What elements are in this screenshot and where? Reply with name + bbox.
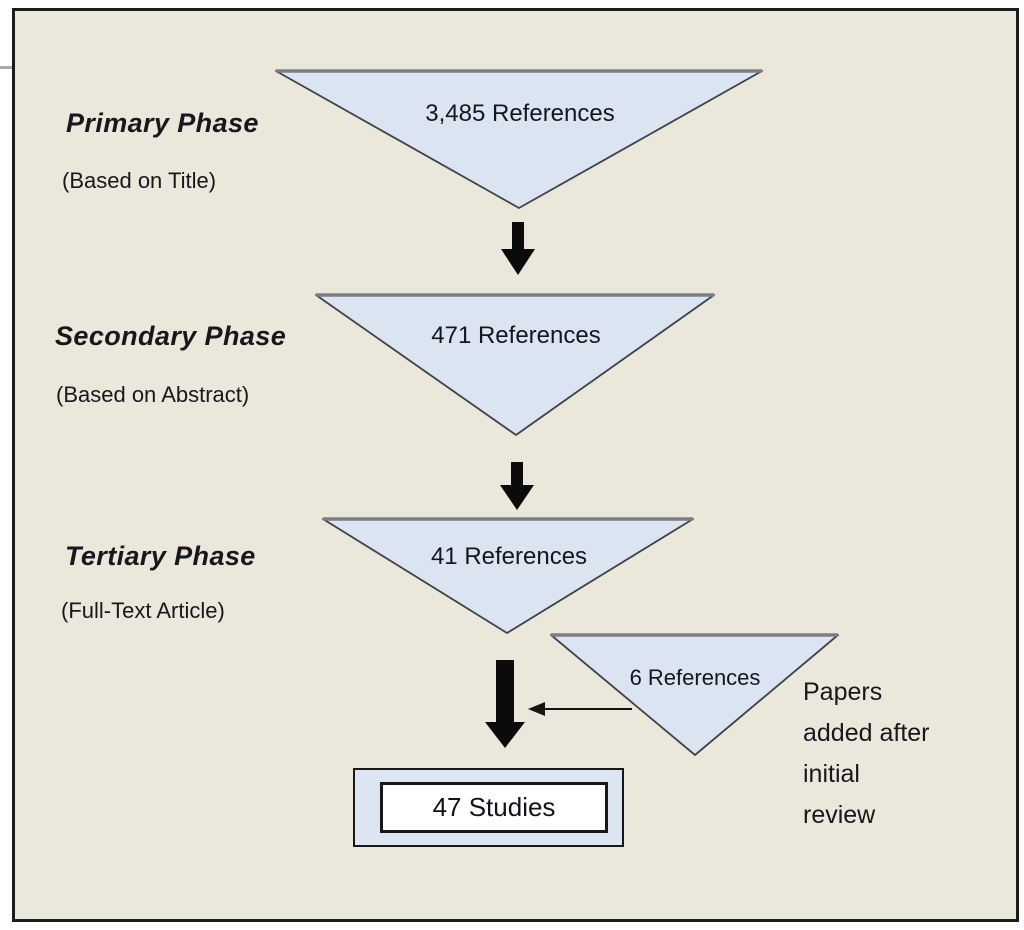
triangle-shape [315,294,715,436]
caption-line: Papers [803,678,883,706]
phase-2-title: Secondary Phase [55,321,287,351]
addition-count: 6 References [629,665,761,690]
down-arrow-shape [501,222,535,275]
phase-1-subtitle: (Based on Title) [62,168,217,193]
ruler-tick [0,66,13,69]
triangle-shape [275,70,763,209]
phase-3-title: Tertiary Phase [65,541,256,571]
phase-2-subtitle: (Based on Abstract) [56,382,250,407]
caption-line: initial [803,760,860,788]
result-box: 47 Studies [380,782,608,833]
funnel-2-count: 471 References [431,322,601,349]
caption-line: added after [803,719,930,747]
addition-caption: Papers added after initial review [803,672,930,836]
down-arrow-1 [501,222,535,275]
funnel-triangle-2 [315,293,715,436]
phase-3-subtitle: (Full-Text Article) [61,598,225,623]
triangle-shape [550,634,839,756]
phase-1-title: Primary Phase [66,108,259,138]
funnel-1-count: 3,485 References [425,100,615,127]
merge-arrow-head [528,702,545,716]
caption-line: review [803,801,876,829]
result-box-outer: 47 Studies [353,768,624,847]
down-arrow-shape [500,462,534,510]
down-arrow-shape [485,660,525,748]
down-arrow-2 [500,462,534,510]
funnel-3-count: 41 References [430,543,588,570]
funnel-triangle-1 [275,69,763,209]
down-arrow-final [485,660,525,748]
result-label: 47 Studies [432,792,556,822]
triangle-shape [322,518,694,634]
addition-triangle [550,633,839,756]
funnel-triangle-3 [322,517,694,634]
merge-arrow [528,702,632,716]
